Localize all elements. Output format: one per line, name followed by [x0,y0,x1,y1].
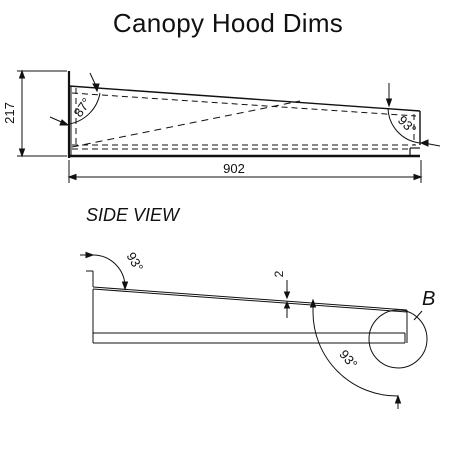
hidden-lines [71,88,417,150]
height-dim-label: 217 [2,102,17,124]
side-angle-bottom-label: 93° [336,347,360,372]
side-angle-top-label: 93° [123,249,146,274]
hood-outline [67,71,421,158]
thickness-dimension [283,280,291,318]
side-angle-top-mark [80,251,129,291]
width-dimension [67,160,423,183]
width-dim-label: 902 [223,161,245,176]
angle-right-mark [385,83,441,147]
side-angle-bottom-mark [309,298,402,409]
detail-b-label: B [422,288,435,310]
angle-left-label: 87° [71,95,95,120]
thickness-label: 2 [272,270,286,277]
side-profile [86,270,408,344]
side-view-label: SIDE VIEW [86,205,181,225]
angle-left-mark [49,72,101,126]
detail-circle-b [368,309,428,369]
drawing-title: Canopy Hood Dims [112,8,344,38]
height-dimension [17,69,67,158]
